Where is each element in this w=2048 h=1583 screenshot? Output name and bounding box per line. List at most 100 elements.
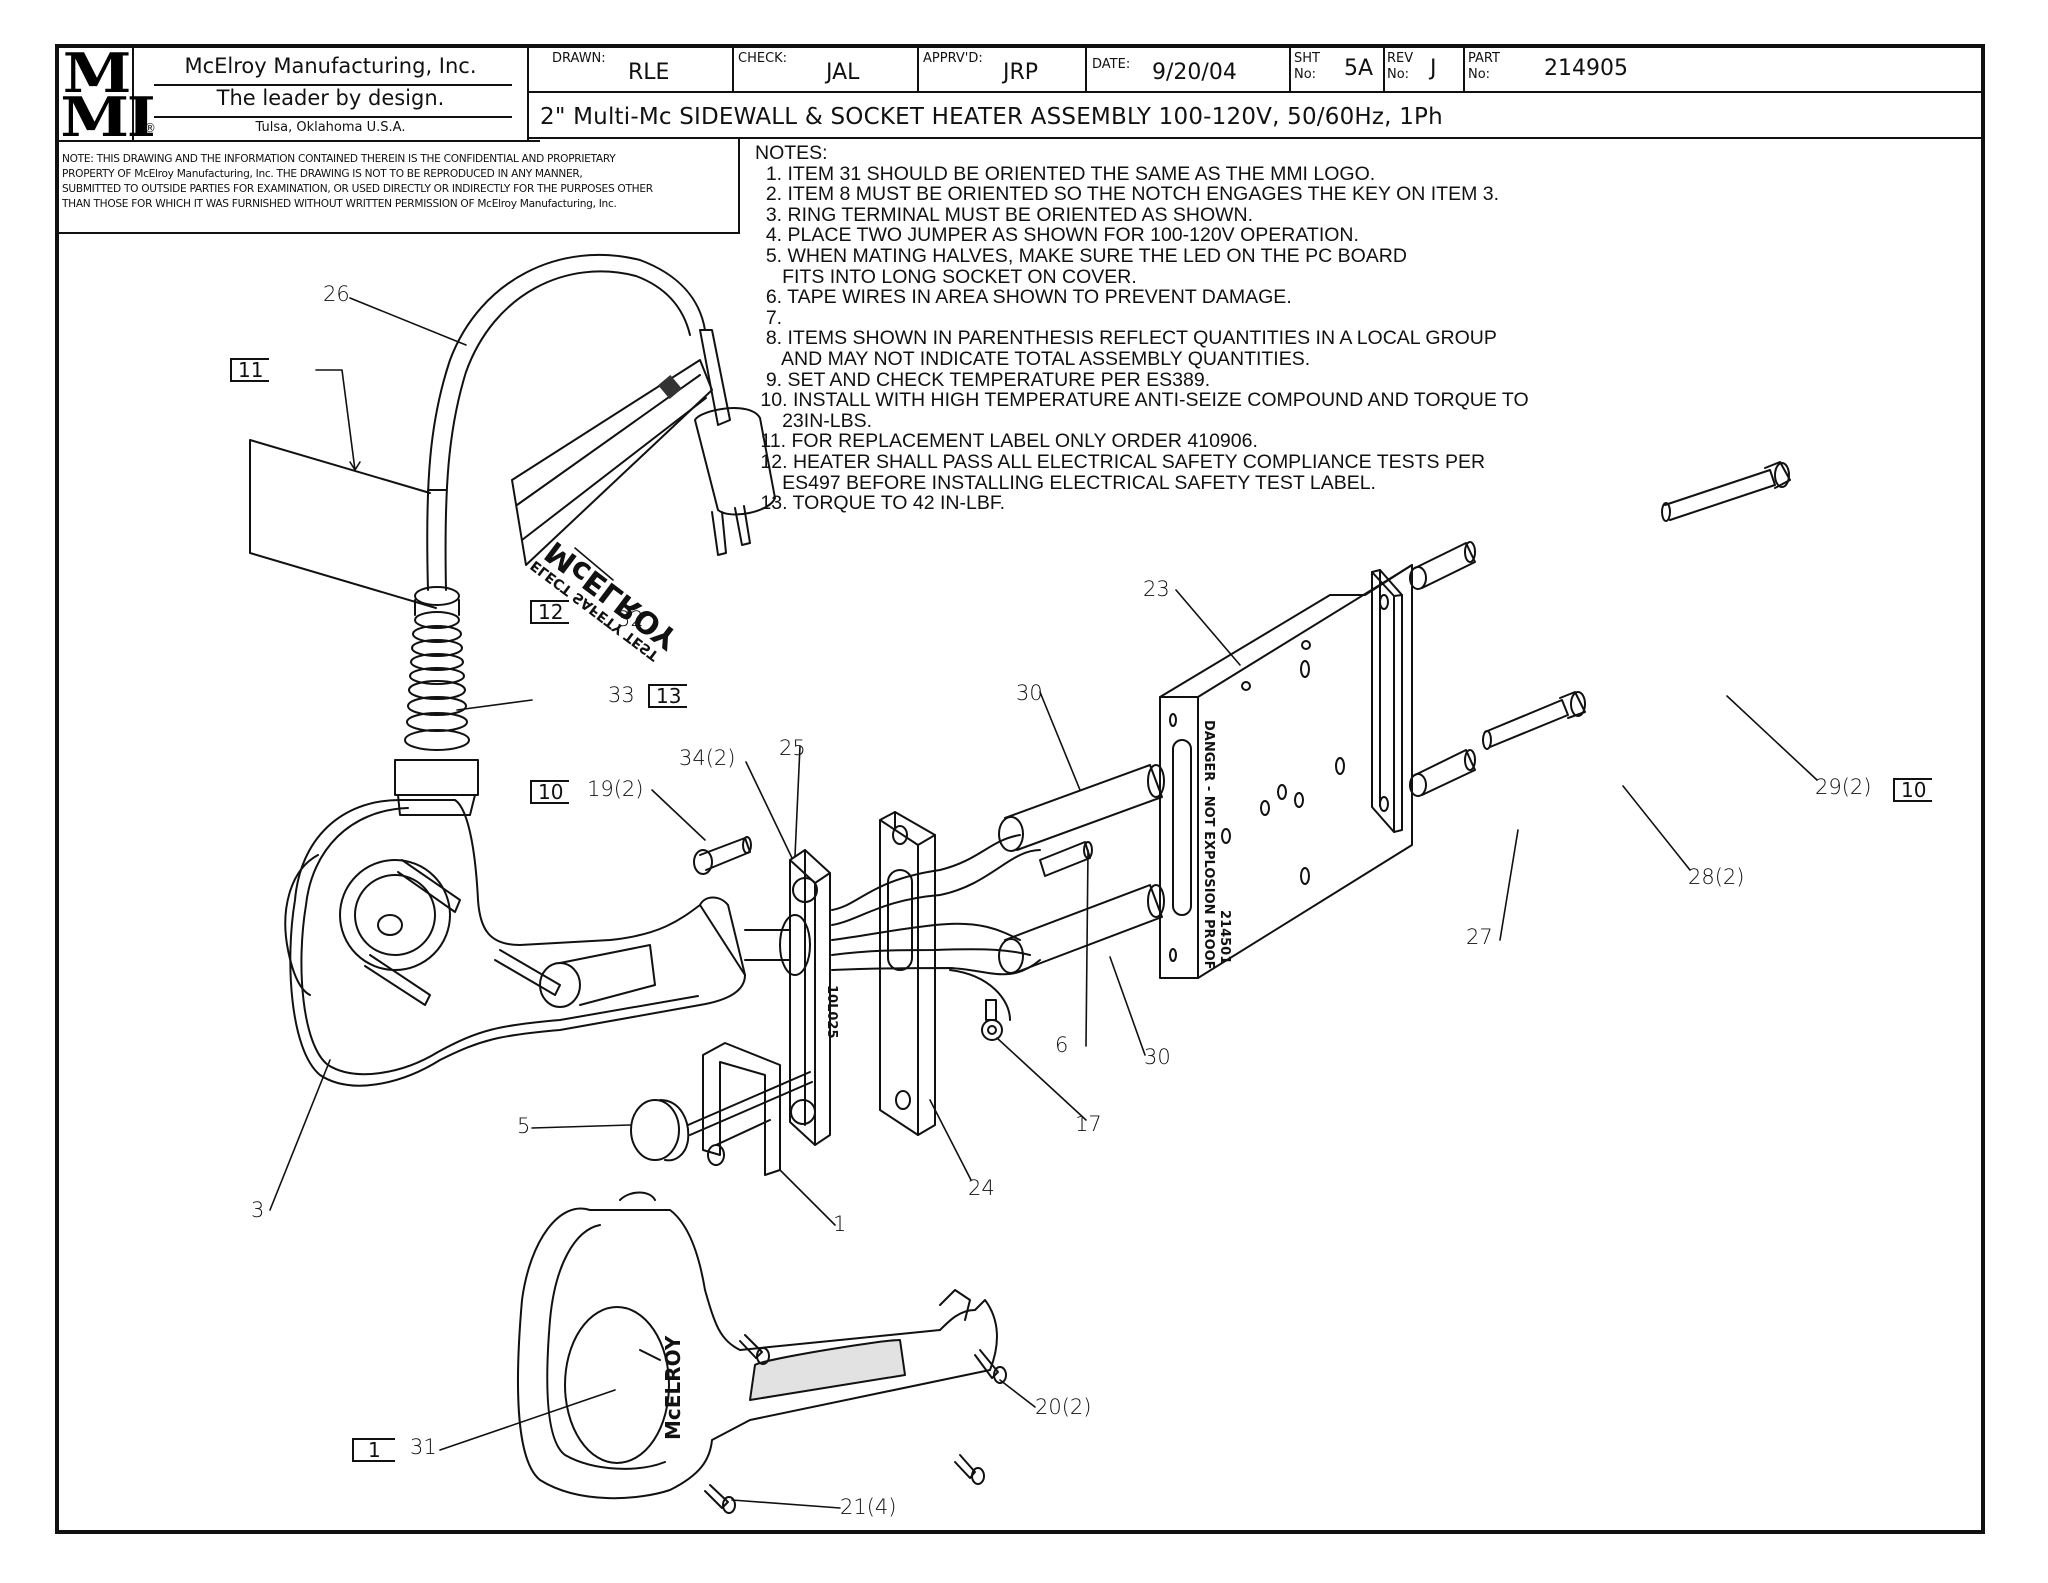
knob-5 (631, 1072, 812, 1160)
plate-marking-text: 10L025 (824, 985, 839, 1039)
callout-6: 6 (1055, 1033, 1069, 1057)
titleblock-line-row1 (527, 91, 1981, 93)
callout-24: 24 (968, 1176, 995, 1200)
callout-17: 17 (1075, 1112, 1102, 1136)
screw-19 (694, 837, 751, 874)
heater-part-text: 214501 (1217, 910, 1232, 964)
note-flag-number: 11 (230, 358, 270, 382)
callout-1: 1 (833, 1212, 847, 1236)
note-flag-1: 1 (352, 1438, 395, 1462)
company-divider-2 (154, 116, 512, 118)
note-line: 13. TORQUE TO 42 IN-LBF. (755, 492, 1005, 515)
note-line: 8. ITEMS SHOWN IN PARENTHESIS REFLECT QU… (755, 327, 1497, 350)
titleblock-line-logo-bottom (59, 140, 540, 142)
screw-21 (705, 1485, 735, 1513)
disclaimer-line: THAN THOSE FOR WHICH IT WAS FURNISHED WI… (62, 198, 617, 210)
note-line: 7. (755, 306, 783, 329)
cartridge-heater-upper (999, 765, 1164, 851)
logo-top-letters: M (62, 41, 132, 105)
bolt-29-lower (1483, 692, 1585, 749)
note-line: FITS INTO LONG SOCKET ON COVER. (755, 265, 1137, 288)
note-line: 9. SET AND CHECK TEMPERATURE PER ES389. (755, 368, 1211, 391)
leader-lines (270, 298, 1817, 1508)
notes-block: NOTES: 1. ITEM 31 SHOULD BE ORIENTED THE… (755, 143, 1529, 514)
note-flag-12: 12 (530, 600, 570, 624)
callout-23: 23 (1143, 577, 1170, 601)
disclaimer-line: PROPERTY OF McElroy Manufacturing, Inc. … (62, 168, 583, 180)
part-label-1: PART (1468, 51, 1500, 66)
mounting-plate-25: 10L025 (790, 850, 839, 1145)
note-flag-number: 12 (530, 600, 570, 624)
heater-warning-text: DANGER - NOT EXPLOSION PROOF (1201, 720, 1216, 970)
notes-header: NOTES: (755, 142, 828, 164)
callout-30-upper: 30 (1016, 681, 1043, 705)
spacer-28-upper (1410, 542, 1475, 589)
mmi-logo: M MI (59, 41, 156, 144)
note-flag-number: 1 (352, 1438, 395, 1462)
drawing-frame (55, 44, 1985, 1534)
screw-20 (975, 1350, 1006, 1383)
check-value: JAL (826, 60, 860, 85)
cover-31: McELROY (518, 1193, 997, 1499)
callout-20: 20(2) (1035, 1395, 1092, 1419)
note-flag-number: 13 (648, 684, 688, 708)
strain-relief-spring (395, 587, 478, 815)
sheet-value: 5A (1344, 56, 1374, 81)
note-line: ES497 BEFORE INSTALLING ELECTRICAL SAFET… (755, 471, 1376, 494)
callout-3: 3 (251, 1198, 265, 1222)
callout-33: 33 (608, 683, 635, 707)
callout-34: 34(2) (679, 746, 736, 770)
clamp-bar-27 (1372, 570, 1402, 832)
note-line: AND MAY NOT INDICATE TOTAL ASSEMBLY QUAN… (755, 347, 1311, 370)
note-line: 2. ITEM 8 MUST BE ORIENTED SO THE NOTCH … (755, 183, 1500, 206)
titleblock-vline-1 (732, 48, 734, 92)
part-number: 214905 (1544, 56, 1628, 81)
note-line: 12. HEATER SHALL PASS ALL ELECTRICAL SAF… (755, 450, 1486, 473)
rev-value: J (1430, 56, 1437, 81)
callout-5: 5 (517, 1114, 531, 1138)
approved-label: APPRV'D: (923, 51, 983, 66)
company-name: McElroy Manufacturing, Inc. (184, 54, 477, 78)
callout-19: 19(2) (587, 777, 644, 801)
note-flag-10: 10 (530, 780, 570, 804)
callout-32: 32 (617, 607, 644, 631)
titleblock-line-row2 (527, 137, 1981, 139)
rev-label-1: REV (1387, 51, 1414, 66)
part-label-2: No: (1468, 67, 1491, 82)
rev-label-2: No: (1387, 67, 1410, 82)
titleblock-vline-4 (1289, 48, 1291, 92)
thermistor-6 (1040, 842, 1092, 876)
power-cord (427, 255, 705, 590)
note-line: 6. TAPE WIRES IN AREA SHOWN TO PREVENT D… (755, 286, 1292, 309)
company-divider-1 (154, 84, 512, 86)
heater-housing (285, 800, 810, 1086)
callout-30-lower: 30 (1144, 1045, 1171, 1069)
ring-terminal-17 (982, 1000, 1002, 1040)
note-line: 23IN-LBS. (755, 409, 873, 432)
titleblock-vline-3 (1085, 48, 1087, 92)
approved-value: JRP (1003, 60, 1039, 85)
date-value: 9/20/04 (1152, 60, 1237, 85)
titleblock-vline-2 (917, 48, 919, 92)
company-tagline: The leader by design. (216, 86, 445, 110)
disclaimer-bottom-border (59, 232, 740, 234)
gasket-plate-24 (880, 812, 935, 1135)
note-line: 11. FOR REPLACEMENT LABEL ONLY ORDER 410… (755, 430, 1258, 453)
note-flag-number: 10 (1893, 778, 1933, 802)
power-plug (695, 330, 775, 555)
drawn-label: DRAWN: (552, 51, 606, 66)
registered-mark: ® (144, 121, 156, 135)
note-line: 10. INSTALL WITH HIGH TEMPERATURE ANTI-S… (755, 389, 1529, 412)
note-line: 4. PLACE TWO JUMPER AS SHOWN FOR 100-120… (755, 224, 1359, 247)
company-block: McElroy Manufacturing, Inc. The leader b… (134, 48, 529, 140)
titleblock-vline-5 (1383, 48, 1385, 92)
note-flag-13: 13 (648, 684, 688, 708)
callout-31: 31 (410, 1435, 437, 1459)
callout-29: 29(2) (1815, 775, 1872, 799)
disclaimer-line: SUBMITTED TO OUTSIDE PARTIES FOR EXAMINA… (62, 183, 653, 195)
screw-20b (955, 1455, 984, 1484)
callout-27: 27 (1466, 925, 1493, 949)
note-flag-11: 11 (230, 358, 270, 382)
note-line: 3. RING TERMINAL MUST BE ORIENTED AS SHO… (755, 203, 1254, 226)
titleblock-vline-0 (527, 48, 529, 139)
